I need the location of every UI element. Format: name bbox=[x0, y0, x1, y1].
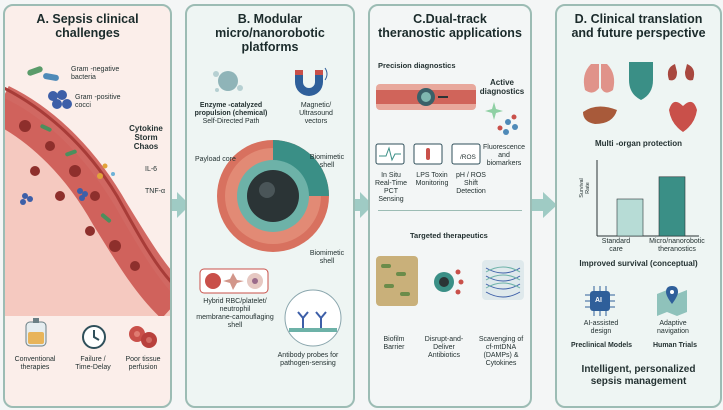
blood-vessel bbox=[5, 86, 170, 316]
magnet-icon bbox=[295, 67, 328, 96]
gram-negative-bacteria-icon bbox=[27, 66, 59, 81]
failure-delay-label: Failure /Time-Delay bbox=[75, 356, 111, 371]
ros-icon-label: /ROS bbox=[460, 154, 476, 161]
ai-chip-text: AI bbox=[595, 297, 602, 304]
section-divider bbox=[378, 210, 522, 211]
survival-bar-2 bbox=[658, 176, 686, 237]
red-blood-cells-icon bbox=[129, 326, 157, 348]
precision-diagnostics-label: Precision diagnostics bbox=[378, 61, 456, 70]
targeted-therapeutics-label: Targeted therapeutics bbox=[410, 231, 488, 240]
biofilm-icon bbox=[376, 256, 418, 306]
monitor-icons bbox=[375, 143, 481, 165]
cell-types-icon bbox=[199, 268, 269, 294]
il6-label: IL-6 bbox=[145, 166, 158, 173]
multi-organ-label: Multi -organ protection bbox=[594, 139, 683, 148]
preclinical-models-label: Preclinical Models bbox=[571, 342, 633, 349]
vessel-diagnostic-icon bbox=[376, 84, 476, 110]
organs-icon bbox=[583, 62, 697, 132]
nanorobot-sphere bbox=[217, 140, 329, 252]
sparkle-biomarker-icon bbox=[485, 102, 518, 135]
tnf-label: TNF-α bbox=[145, 188, 165, 195]
panel-a: A. Sepsis clinical challenges Gram -nega… bbox=[3, 4, 172, 408]
human-trials-label: Human Trials bbox=[653, 342, 697, 349]
arrow-a-b bbox=[163, 192, 190, 218]
arrow-b-c bbox=[346, 192, 373, 218]
map-navigation-icon bbox=[657, 286, 687, 316]
payload-core-label: Payload core bbox=[195, 156, 236, 163]
improved-survival-label: Improved survival (conceptual) bbox=[579, 259, 698, 268]
dna-scavenging-icon bbox=[482, 260, 524, 300]
panel-a-title: A. Sepsis clinical challenges bbox=[5, 12, 170, 40]
ai-chip-icon bbox=[585, 286, 615, 316]
panel-a-title-line2: challenges bbox=[55, 26, 120, 40]
disrupt-deliver-icon bbox=[434, 269, 464, 295]
gram-positive-cocci-icon bbox=[48, 90, 72, 109]
iv-bag-icon bbox=[25, 318, 47, 347]
enzyme-particle-icon bbox=[213, 71, 243, 92]
survival-bar-1 bbox=[616, 198, 644, 237]
arrow-c-d bbox=[526, 192, 557, 218]
antibody-probe-icon bbox=[284, 289, 342, 347]
survival-chart bbox=[596, 160, 699, 237]
panel-a-title-line1: A. Sepsis clinical bbox=[36, 12, 139, 26]
clock-icon bbox=[82, 325, 106, 349]
